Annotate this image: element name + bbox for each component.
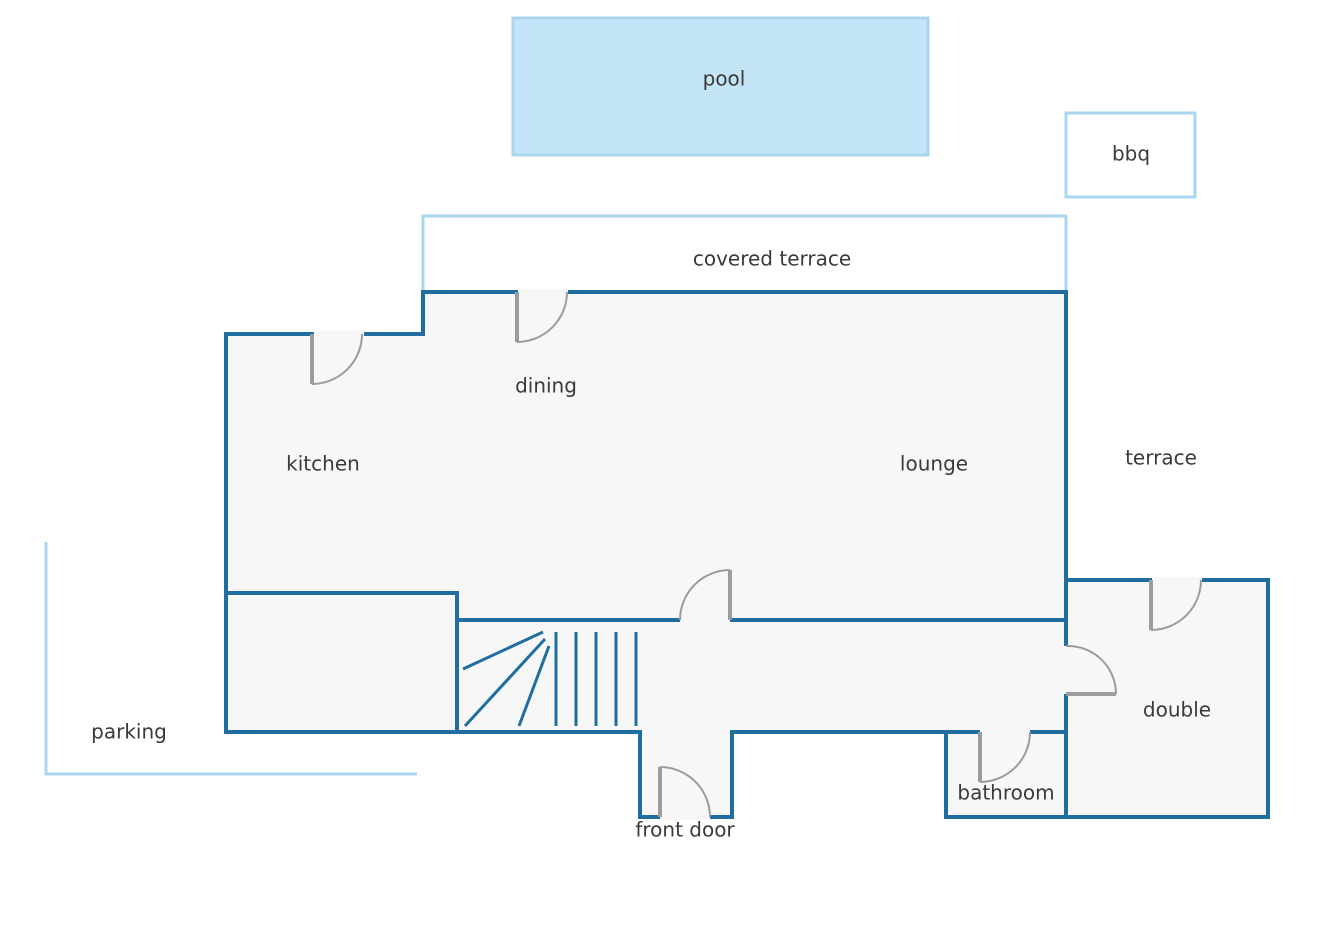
double-top-door[interactable] [1149,579,1202,631]
front-door-label: front door [635,818,735,842]
bathroom-label: bathroom [957,781,1054,805]
bathroom-door[interactable] [978,731,1031,783]
double-side-door[interactable] [1065,644,1118,696]
covered-terrace-outline [421,214,1068,292]
main-floor [226,292,1066,817]
parking-label: parking [91,720,167,744]
pool-label: pool [703,67,746,91]
main-outer-wall [224,290,1068,819]
bedroom-floor [946,580,1268,817]
double-room-wall [944,578,1270,819]
storage-room-wall [226,591,459,732]
front-door[interactable] [658,766,711,818]
terrace-label: terrace [1125,446,1197,470]
pool [511,16,930,157]
covered-terrace-label: covered terrace [693,247,851,271]
dining-door[interactable] [515,291,568,343]
dining-label: dining [515,374,577,398]
lounge-door[interactable] [679,569,732,621]
double-label: double [1143,698,1211,722]
kitchen-label: kitchen [286,452,360,476]
lounge-label: lounge [900,452,968,476]
bbq-area [1064,111,1197,199]
parking-outline [44,542,417,776]
kitchen-door[interactable] [310,333,363,385]
staircase [462,630,638,728]
bbq-label: bbq [1112,142,1150,166]
